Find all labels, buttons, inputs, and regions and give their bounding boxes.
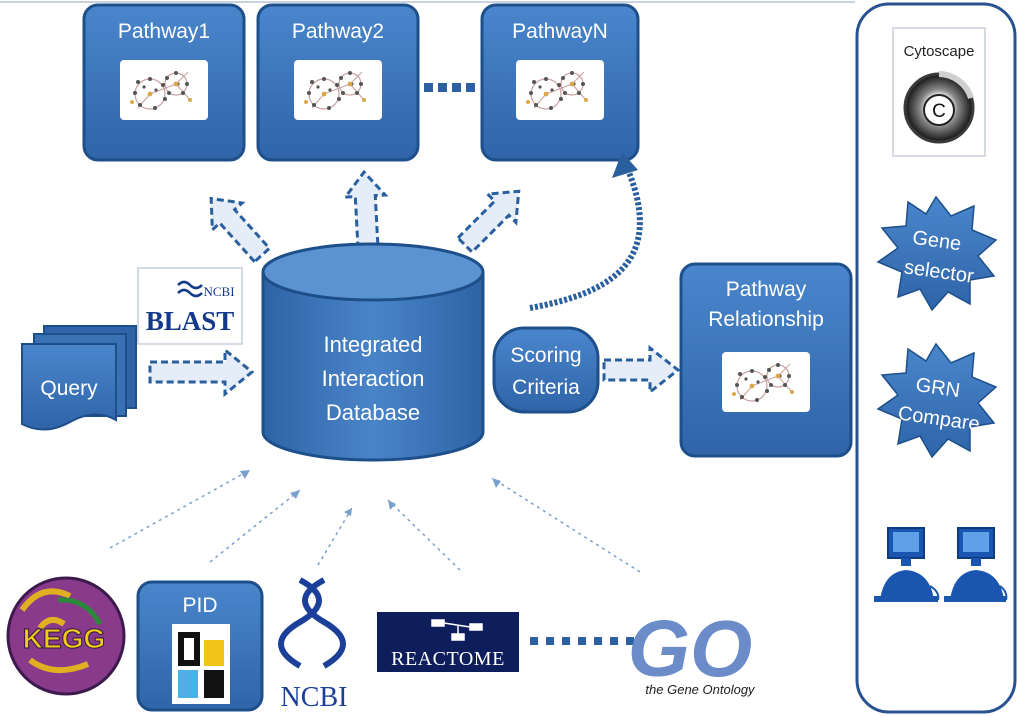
reactome-logo: REACTOME [377,612,519,672]
pathway-n-label: PathwayN [512,20,608,43]
database-line-3: Database [326,400,420,425]
scoring-criteria-box: Scoring Criteria [492,326,600,414]
source-ellipsis-dots [530,637,634,645]
query-document: Query [21,325,137,431]
pathway-1-network-icon [119,59,209,121]
pathway-2-label: Pathway2 [292,20,384,43]
arrow-to-pathway-2 [342,169,390,251]
relationship-line-1: Pathway [726,278,807,301]
gene-ontology-logo: GO the Gene Ontology [628,604,756,697]
pid-box: PID [136,580,264,712]
computer-user-icon-2 [944,527,1008,602]
relationship-network-icon [721,351,811,413]
blast-ncbi-text: NCBI [203,284,234,299]
cytoscape-c-letter: C [932,101,946,122]
grn-compare-badge: GRN Compare [876,342,998,459]
ncbi-logo: NCBI [278,577,348,713]
relationship-line-2: Relationship [708,308,824,331]
pathway-1-label: Pathway1 [118,20,210,43]
pathway-2-network-icon [293,59,383,121]
integrated-database-cylinder: Integrated Interaction Database [261,242,485,462]
source-input-arrows [109,469,641,573]
pid-label: PID [182,594,217,617]
query-label: Query [40,377,98,400]
database-line-1: Integrated [323,332,422,357]
pathway-relationship-box: Pathway Relationship [679,262,853,458]
arrow-to-pathway-n [449,175,535,261]
go-caption: the Gene Ontology [645,682,756,697]
go-label: GO [628,604,752,693]
pathway-box-n: PathwayN [480,3,640,162]
feedback-arrow-head [612,152,638,178]
scoring-line-2: Criteria [512,376,580,399]
pathway-n-network-icon [515,59,605,121]
blast-title-text: BLAST [146,306,235,336]
ncbi-label: NCBI [281,682,348,713]
blast-logo: NCBI BLAST [137,267,243,345]
pathway-box-2: Pathway2 [256,3,420,162]
source-input-arrowheads [240,470,501,516]
pathway-ellipsis-dots [424,83,475,92]
gene-selector-badge: Gene selector [876,195,998,312]
kegg-logo: KEGG [6,576,126,696]
database-line-2: Interaction [322,366,425,391]
cytoscape-label: Cytoscape [904,43,975,60]
arrow-scoring-to-relationship [602,344,681,396]
reactome-label: REACTOME [391,648,505,670]
arrow-to-pathway-1 [194,183,279,270]
feedback-curve-arrow [529,168,643,311]
pathway-box-1: Pathway1 [82,3,246,162]
arrow-query-to-database [148,346,255,398]
computer-user-icon-1 [874,527,940,602]
cytoscape-logo: Cytoscape C [892,27,986,157]
scoring-line-1: Scoring [510,344,581,367]
kegg-label: KEGG [23,623,105,654]
